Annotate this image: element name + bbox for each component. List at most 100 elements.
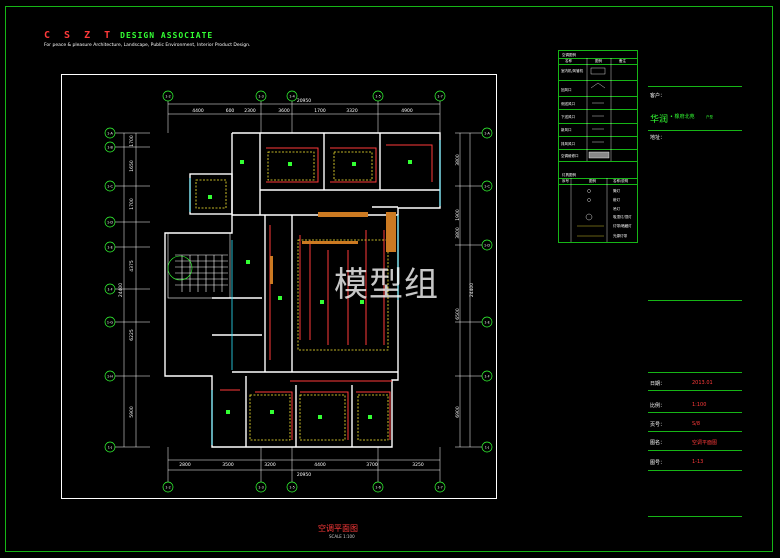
left-axis-label: 1-E <box>107 246 113 250</box>
left-axis-label: 1-C <box>107 185 113 189</box>
left-axis-label: 1-A <box>107 132 113 136</box>
brand-subtitle: DESIGN ASSOCIATE <box>120 31 214 40</box>
left-axis-label: 1-D <box>107 221 113 225</box>
bottom-axis-label: 1-7 <box>437 486 443 490</box>
right-total-dim: 24400 <box>469 283 475 297</box>
top-axis-label: 1-5 <box>375 95 381 99</box>
dimension-text: 20950 4400 600 2300 3600 1700 3320 4900 … <box>179 98 424 478</box>
dimension-lines <box>114 96 490 485</box>
bottom-dim: 3250 <box>412 462 424 468</box>
right-axis-label: 1-C <box>484 185 490 189</box>
top-axis-label: 1-3 <box>258 95 264 99</box>
bottom-axis-label: 1-2 <box>165 486 171 490</box>
bottom-dim: 2800 <box>179 462 191 468</box>
bottom-dim: 3700 <box>366 462 378 468</box>
legend-section-title: 空调图例 <box>562 53 576 57</box>
legend-row-label: 室内机/风管机 <box>561 69 584 73</box>
left-axis-label: 1-H <box>107 375 113 379</box>
client-label: 客户： <box>650 93 666 99</box>
titleblock-rule <box>648 412 742 413</box>
drawing-name-label: 图名： <box>650 440 666 446</box>
legend-header: 备注 <box>619 59 626 63</box>
top-axis-label: 1-7 <box>437 95 443 99</box>
top-dim: 3600 <box>278 108 290 114</box>
left-axis-label: 1-J <box>108 446 113 450</box>
stair <box>167 232 231 299</box>
legend-header: 名称/说明 <box>613 179 629 183</box>
legend-row-label: 射灯 <box>613 198 620 202</box>
company-logo: C S Z T DESIGN ASSOCIATE <box>44 30 213 41</box>
top-dim: 600 <box>226 108 235 114</box>
left-dim: 1700 <box>129 135 135 147</box>
left-axis-label: 1-G <box>107 321 114 325</box>
right-axis-label: 1-E <box>484 321 490 325</box>
top-axis-label: 1-4 <box>289 95 295 99</box>
legend-panel: 空调图例 名称 图例 备注 室内机/风管机 回风口 侧送风口 下送风口 新风口 … <box>558 50 638 243</box>
drawing-number-value: 1-13 <box>692 459 704 465</box>
top-axis-label: 1-2 <box>165 95 171 99</box>
plan-title: 空调平面图 <box>318 524 358 533</box>
right-axis-label: 1-F <box>484 375 489 379</box>
legend-header: 图例 <box>589 179 596 183</box>
right-axis-label: 1-J <box>485 446 490 450</box>
plan-scale: SCALE 1:100 <box>329 534 355 539</box>
titleblock-rule <box>648 130 742 131</box>
titleblock-rule <box>648 372 742 373</box>
company-tagline: For peace & pleasure Architecture, Lands… <box>44 43 251 48</box>
legend-row-label: 回风口 <box>561 88 572 92</box>
bottom-total-dim: 20950 <box>297 472 311 478</box>
ac-ducts <box>220 144 433 440</box>
vertical-dimension-text: 1700 1650 1700 4375 6225 5900 24400 3800… <box>118 135 475 418</box>
right-dim: 1900 <box>455 209 461 221</box>
bottom-axis-label: 1-6 <box>375 486 381 490</box>
legend-header: 名称 <box>565 59 572 63</box>
bottom-axis-label: 1-3 <box>258 486 264 490</box>
ceiling-outlines <box>195 151 389 441</box>
structural-fills <box>270 212 396 284</box>
bottom-dim: 3500 <box>222 462 234 468</box>
client-name: 华润 <box>650 115 669 125</box>
address-label: 地址： <box>650 135 666 141</box>
top-dim: 2300 <box>244 108 256 114</box>
left-axis-label: 1-B <box>107 146 113 150</box>
top-dim: 4400 <box>192 108 204 114</box>
legend-row-label: 光源灯带 <box>613 234 627 238</box>
top-dim: 1700 <box>314 108 326 114</box>
bottom-dim: 3200 <box>264 462 276 468</box>
titleblock-rule <box>648 390 742 391</box>
right-axis-label: 1-A <box>484 132 490 136</box>
left-dim: 1700 <box>129 198 135 210</box>
top-dim: 3320 <box>346 108 358 114</box>
date-label: 日期： <box>650 381 666 387</box>
left-dim: 6225 <box>129 329 135 341</box>
titleblock-rule <box>648 516 742 517</box>
right-dim: 3800 <box>455 154 461 166</box>
ac-device-markers <box>208 160 412 419</box>
legend-row-label: 筒灯 <box>613 189 620 193</box>
legend-row-label: 侧送风口 <box>561 102 575 106</box>
left-dim: 4375 <box>129 260 135 272</box>
right-dim: 3800 <box>455 227 461 239</box>
legend-row-label: 下送风口 <box>561 115 575 119</box>
top-total-dim: 20950 <box>297 98 311 104</box>
legend-symbols <box>570 58 612 242</box>
left-total-dim: 24400 <box>118 283 124 297</box>
brand-name: C S Z T <box>44 30 115 41</box>
titleblock-rule <box>648 86 742 87</box>
legend-section-title: 灯具图例 <box>562 173 576 177</box>
page-value: S/8 <box>692 421 701 427</box>
drawing-frame <box>5 6 773 552</box>
plan-viewport <box>61 74 497 499</box>
bottom-axis-label: 1-5 <box>289 486 295 490</box>
drawing-name-value: 空调平面图 <box>692 440 718 446</box>
legend-row-label: 灯带/暗藏灯 <box>613 224 632 228</box>
client-unit: 户型 <box>706 115 713 119</box>
legend-row-label: 吸顶灯/顶灯 <box>613 215 632 219</box>
legend-row-label: 排风风口 <box>561 142 575 146</box>
top-dim: 4900 <box>401 108 413 114</box>
left-axis-label: 1-F <box>107 288 112 292</box>
titleblock-rule <box>648 470 742 471</box>
scale-value: 1:100 <box>692 402 707 408</box>
left-dim: 1650 <box>129 160 135 172</box>
